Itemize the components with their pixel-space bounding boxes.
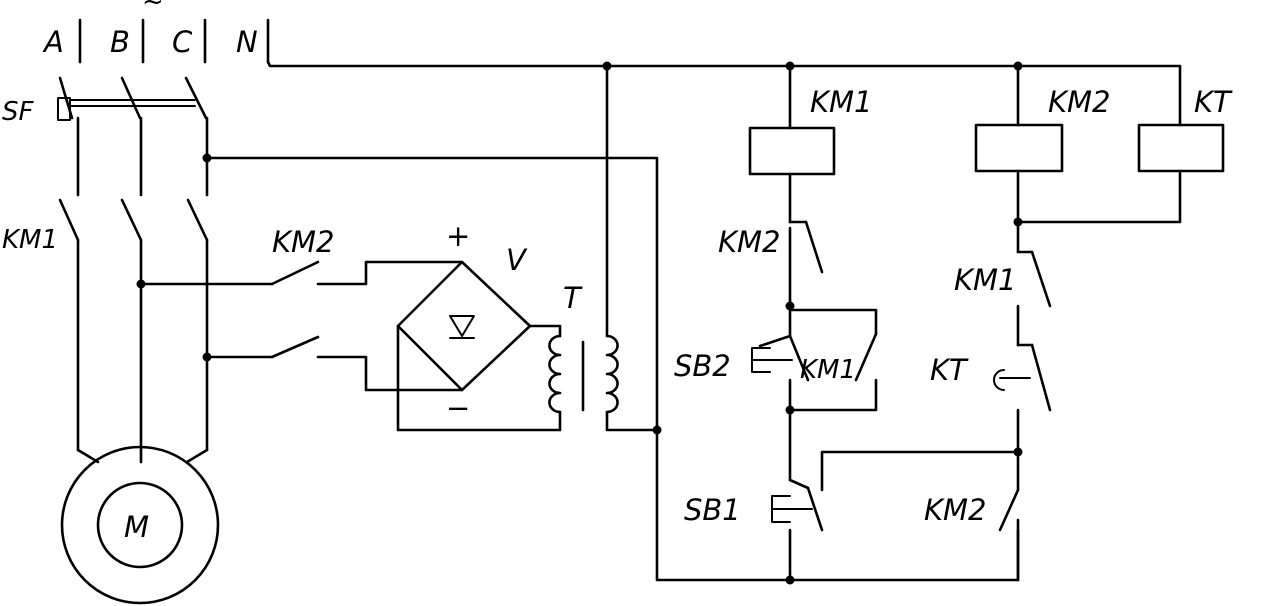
header-separators [78, 18, 270, 64]
rectifier-bridge [396, 260, 562, 432]
contact-km1-nc [1016, 220, 1052, 347]
button-sb2-label: SB2 [674, 349, 731, 383]
motor-label: M [124, 510, 149, 544]
contact-kt-label: KT [930, 353, 969, 387]
km2-brake-contacts [136, 260, 464, 392]
km1-seal-contact [785, 298, 878, 415]
transformer [548, 64, 659, 432]
rectifier-plus: + [446, 219, 470, 253]
contact-kt [993, 343, 1052, 492]
coil-km1 [748, 64, 836, 224]
ac-symbol: ~ [142, 0, 164, 17]
phase-lines [76, 116, 209, 452]
km1-power-contacts [58, 198, 209, 242]
rectifier-label: V [506, 243, 528, 277]
coil-kt-label: KT [1194, 85, 1233, 119]
contact-km2-no [998, 488, 1020, 582]
rectifier-minus: − [446, 391, 470, 425]
contact-km2-nc-label: KM2 [718, 225, 781, 259]
coil-km2 [974, 64, 1064, 227]
neutral-bus [266, 60, 1182, 127]
contact-km1-seal-label: KM1 [800, 355, 856, 385]
coil-km2-label: KM2 [1048, 85, 1111, 119]
km2-brake-contacts-label: KM2 [272, 225, 335, 259]
contact-km1-nc-label: KM1 [954, 263, 1017, 297]
breaker-sf-symbol [57, 76, 208, 121]
phase-c-label: C [172, 25, 193, 59]
motor [60, 445, 220, 605]
km1-power-contacts-label: KM1 [2, 225, 58, 255]
coil-kt [1016, 123, 1225, 224]
coil-km1-label: KM1 [810, 85, 873, 119]
breaker-sf-label: SF [2, 97, 35, 127]
button-sb2 [751, 334, 810, 482]
contact-km2-nc [788, 220, 824, 302]
phase-a-label: A [42, 25, 64, 59]
control-supply-line [202, 153, 1020, 582]
button-sb1 [771, 450, 1020, 585]
contact-km2-no-label: KM2 [924, 493, 987, 527]
phase-b-label: B [110, 25, 130, 59]
transformer-label: T [563, 281, 583, 315]
neutral-label: N [236, 25, 258, 59]
button-sb1-label: SB1 [684, 493, 741, 527]
